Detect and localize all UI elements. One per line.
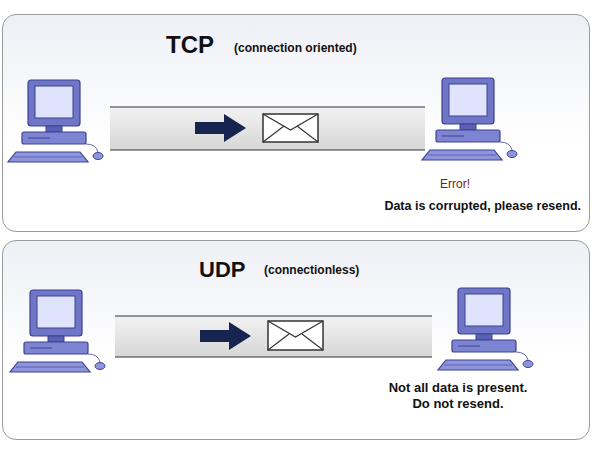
band-line [115,315,432,316]
computer-icon [438,288,533,370]
status-note: Data is corrupted, please resend. [384,199,581,214]
protocol-title: TCP [166,31,214,60]
envelope-icon [263,114,318,142]
computer-icon [8,80,103,162]
status-note: Not all data is present. Do not resend. [379,380,537,411]
protocol-subtitle: (connection oriented) [234,41,357,55]
direction-arrow [200,322,251,350]
direction-arrow [195,114,246,142]
protocol-panel: TCP (connection oriented) Error! Data is co… [2,14,590,232]
band-line [115,356,432,357]
band-line [110,106,425,107]
protocol-title: UDP [199,257,245,283]
envelope-icon [268,321,323,350]
computer-icon [10,290,105,372]
error-note: Error! [440,177,470,191]
connection-band [115,316,432,357]
protocol-panel: UDP (connectionless) Not all data is prese… [2,240,590,440]
connection-band [110,107,425,150]
protocol-subtitle: (connectionless) [264,263,359,277]
computer-icon [422,78,517,160]
band-line [110,149,425,150]
